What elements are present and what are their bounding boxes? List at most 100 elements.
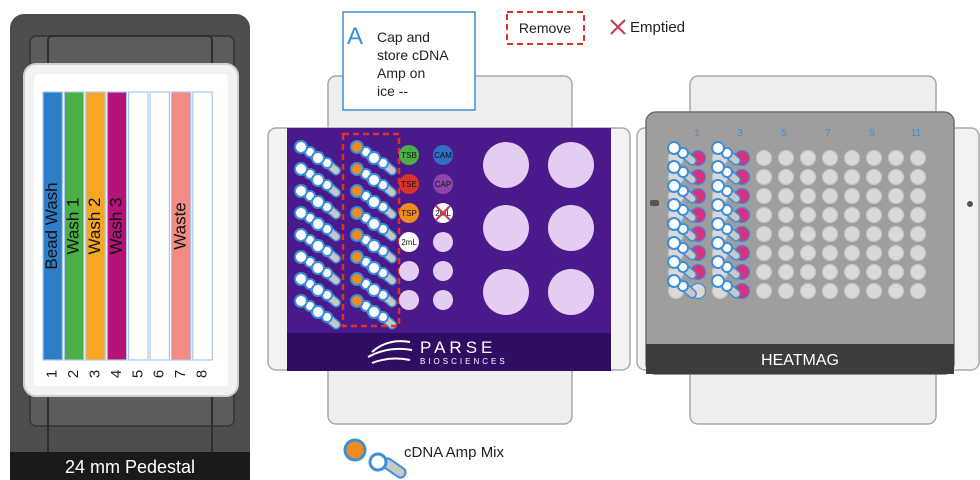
- sample-tube: [311, 283, 341, 308]
- large-well: [548, 142, 594, 188]
- sample-tube: [711, 236, 741, 261]
- plate-well: [843, 187, 861, 205]
- sample-tube: [311, 217, 341, 242]
- sample-tube: [367, 261, 397, 286]
- plate-well: [799, 168, 817, 186]
- plate-well: [821, 168, 839, 186]
- plate-well: [909, 263, 927, 281]
- large-well: [483, 269, 529, 315]
- plate-well: [843, 263, 861, 281]
- large-well: [548, 269, 594, 315]
- column-label-7: 7: [825, 128, 831, 139]
- parse-rack: PARSE BIOSCIENCES TSB CAM TSE CAP TSP 2m…: [267, 75, 631, 425]
- plate-well: [887, 187, 905, 205]
- emptied-x-icon: [610, 19, 626, 35]
- sample-tube: [667, 255, 697, 280]
- plate-well: [865, 206, 883, 224]
- plate-well: [909, 187, 927, 205]
- step-text-line-4: ice --: [377, 83, 408, 99]
- heatmag-label-bar: [646, 344, 954, 374]
- plate-well: [799, 225, 817, 243]
- plate-well: [909, 225, 927, 243]
- step-text-line-1: Cap and: [377, 29, 430, 45]
- heatmag-tube-columns: [667, 141, 741, 299]
- plate-well: [777, 282, 795, 300]
- sample-tube: [311, 195, 341, 220]
- plate-well: [887, 225, 905, 243]
- plate-well: [909, 282, 927, 300]
- plate-well: [755, 263, 773, 281]
- sample-tube: [367, 217, 397, 242]
- lane-label: Bead Wash: [42, 182, 61, 269]
- plate-well: [865, 263, 883, 281]
- plate-well: [909, 244, 927, 262]
- large-well: [483, 205, 529, 251]
- column-label-3: 3: [737, 128, 743, 139]
- sample-tube: [711, 274, 741, 299]
- tsp-tube-label: TSP: [401, 209, 417, 218]
- remove-legend-label: Remove: [519, 20, 571, 36]
- tse-tube: [399, 174, 419, 194]
- reservoir-lane: [128, 91, 149, 361]
- plate-well: [777, 168, 795, 186]
- plate-well: [821, 244, 839, 262]
- tsb-tube-label: TSB: [401, 151, 417, 160]
- lane-label: Wash 3: [106, 197, 125, 254]
- reservoir-lane: [42, 91, 63, 361]
- plate-well: [777, 244, 795, 262]
- column-label-5: 5: [781, 128, 787, 139]
- plate-well: [777, 206, 795, 224]
- step-text-line-3: Amp on: [377, 65, 425, 81]
- plate-well: [887, 206, 905, 224]
- lane-number: 1: [44, 370, 61, 378]
- plate-well: [909, 168, 927, 186]
- sample-tube: [711, 160, 741, 185]
- plate-well: [887, 244, 905, 262]
- sample-tube: [667, 236, 697, 261]
- plate-well: [887, 149, 905, 167]
- cam-tube-label: CAM: [434, 151, 452, 160]
- tse-tube-label: TSE: [401, 180, 417, 189]
- plate-well: [887, 263, 905, 281]
- plate-well: [799, 149, 817, 167]
- tsp-tube: [399, 203, 419, 223]
- lane-number: 3: [86, 370, 103, 378]
- plate-well: [799, 187, 817, 205]
- plate-well: [843, 149, 861, 167]
- step-callout: A Cap and store cDNA Amp on ice --: [342, 11, 476, 111]
- reservoir-lane: [192, 91, 213, 361]
- plate-well: [755, 187, 773, 205]
- cap-tube: [433, 174, 453, 194]
- sample-tube: [311, 261, 341, 286]
- emptied-mark-icon: [435, 205, 451, 221]
- parse-brand-bar: [287, 333, 611, 371]
- reservoir-lane: [63, 91, 85, 361]
- plate-well: [799, 244, 817, 262]
- plate-well: [755, 225, 773, 243]
- sample-tube: [367, 151, 397, 176]
- remove-legend-box: [506, 11, 585, 45]
- sample-tube: [711, 141, 741, 166]
- plate-well: [821, 282, 839, 300]
- empty-slot: [399, 290, 419, 310]
- plate-well: [755, 282, 773, 300]
- plate-well: [777, 225, 795, 243]
- plate-well: [909, 206, 927, 224]
- plate-well: [865, 282, 883, 300]
- plate-well: [821, 187, 839, 205]
- reservoir-lane: [85, 91, 106, 361]
- sample-tube: [367, 173, 397, 198]
- sample-tube: [711, 255, 741, 280]
- reagent-tubes: TSB CAM TSE CAP TSP 2mL 2mL: [399, 145, 453, 310]
- empty-slot: [433, 232, 453, 252]
- lane-number: 6: [151, 370, 168, 378]
- step-letter: A: [347, 23, 363, 50]
- plate-well: [755, 168, 773, 186]
- parse-brand-sub: BIOSCIENCES: [420, 357, 508, 366]
- heatmag: HEATMAG 1 3 5 7 9 11: [636, 75, 980, 425]
- plate-well: [821, 263, 839, 281]
- large-well: [483, 142, 529, 188]
- parse-tube-columns: [294, 140, 397, 330]
